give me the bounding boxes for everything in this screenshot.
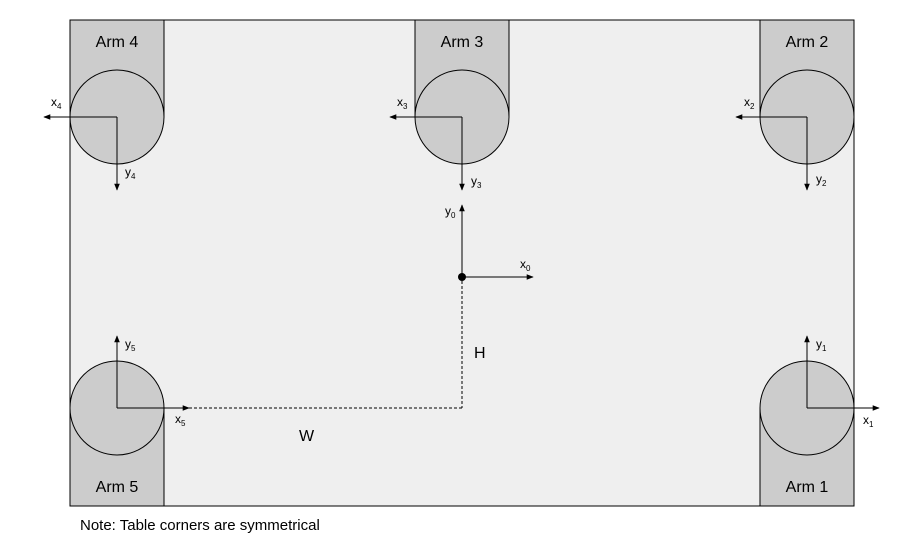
origin-y-label: y0	[445, 204, 456, 220]
arm-1: Arm 1 x1 y1	[759, 335, 880, 507]
arm-1-y-label: y1	[816, 337, 827, 353]
arm-4-x-label: x4	[51, 95, 62, 111]
origin-frame: x0 y0	[445, 204, 534, 281]
arm-5-x-label: x5	[175, 412, 186, 428]
arm-3-x-label: x3	[397, 95, 408, 111]
origin-x-label: x0	[520, 257, 531, 273]
arm-4: Arm 4 x4 y4	[43, 19, 165, 191]
arm-2-x-label: x2	[744, 95, 755, 111]
arm-2-label: Arm 2	[786, 34, 829, 51]
arm-1-x-label: x1	[863, 413, 874, 429]
arm-2: Arm 2 x2 y2	[735, 19, 855, 191]
arm-1-label: Arm 1	[786, 479, 829, 496]
origin-point	[458, 273, 466, 281]
arm-3-y-label: y3	[471, 174, 482, 190]
symmetry-note: Note: Table corners are symmetrical	[80, 517, 320, 534]
arm-5-y-label: y5	[125, 337, 136, 353]
height-label: H	[474, 345, 486, 362]
arm-5-label: Arm 5	[96, 479, 139, 496]
width-label: W	[299, 428, 315, 445]
arm-5: Arm 5 x5 y5	[69, 335, 190, 507]
arm-3-label: Arm 3	[441, 34, 484, 51]
arm-4-label: Arm 4	[96, 34, 139, 51]
arm-4-y-label: y4	[125, 165, 136, 181]
arm-3: Arm 3 x3 y3	[389, 19, 510, 191]
arm-2-y-label: y2	[816, 172, 827, 188]
